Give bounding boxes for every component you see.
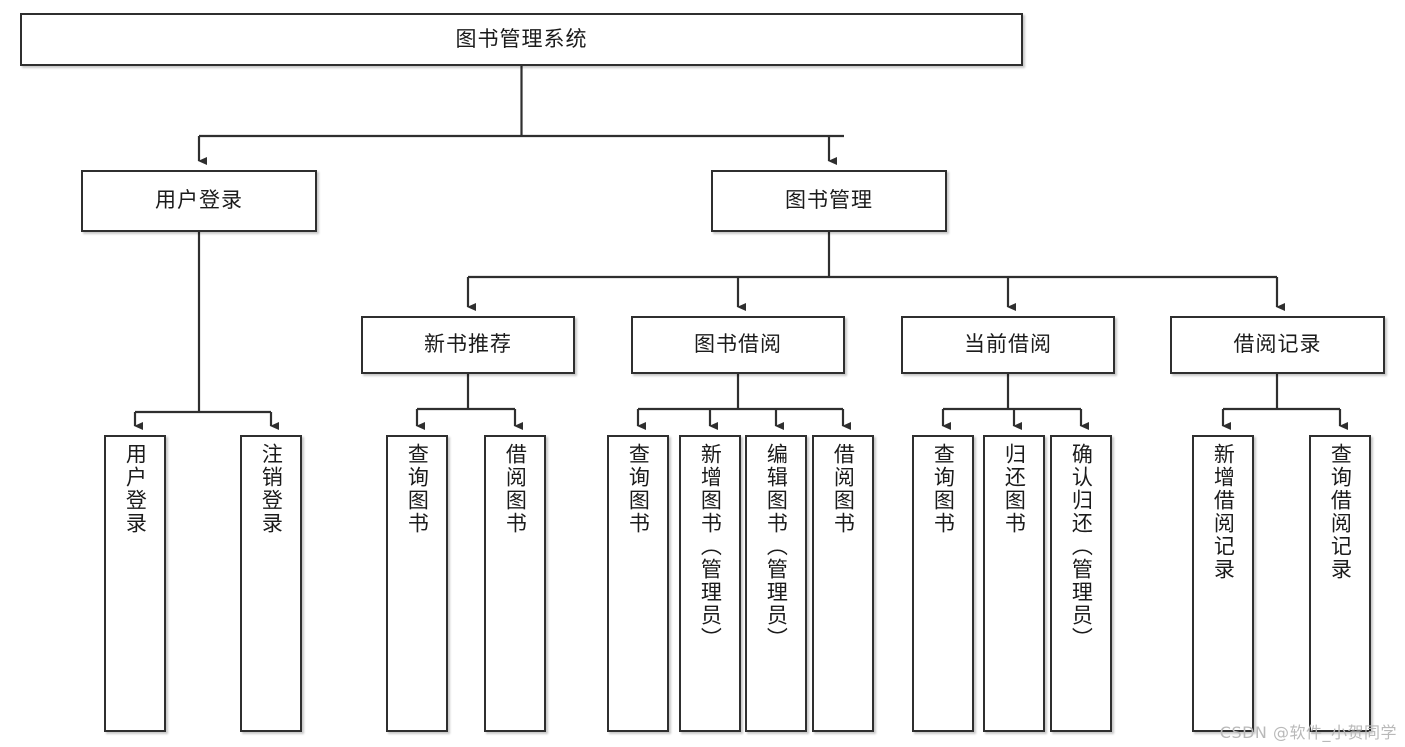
node-book-borrow[interactable]: 图书借阅 <box>631 316 845 374</box>
node-leaf-query-record[interactable]: 查询借阅记录 <box>1309 435 1371 732</box>
node-label: 图书借阅 <box>694 332 782 357</box>
node-leaf-add-record[interactable]: 新增借阅记录 <box>1192 435 1254 732</box>
node-label: 注销登录 <box>259 443 284 535</box>
node-label: 查询图书 <box>405 443 430 535</box>
node-label: 新增借阅记录 <box>1211 443 1236 581</box>
node-leaf-user-logout[interactable]: 注销登录 <box>240 435 302 732</box>
node-label: 新增图书（管理员） <box>698 443 723 650</box>
node-root-system[interactable]: 图书管理系统 <box>20 13 1023 66</box>
node-leaf-confirm-return[interactable]: 确认归还（管理员） <box>1050 435 1112 732</box>
node-label: 新书推荐 <box>424 332 512 357</box>
node-label: 用户登录 <box>155 188 243 213</box>
node-current-borrow[interactable]: 当前借阅 <box>901 316 1115 374</box>
node-label: 借阅图书 <box>503 443 528 535</box>
node-label: 图书管理 <box>785 188 873 213</box>
node-leaf-query-book-3[interactable]: 查询图书 <box>912 435 974 732</box>
node-borrow-record[interactable]: 借阅记录 <box>1170 316 1385 374</box>
node-leaf-return-book[interactable]: 归还图书 <box>983 435 1045 732</box>
node-leaf-user-login[interactable]: 用户登录 <box>104 435 166 732</box>
node-leaf-edit-book[interactable]: 编辑图书（管理员） <box>745 435 807 732</box>
node-label: 用户登录 <box>123 443 148 535</box>
node-label: 查询图书 <box>931 443 956 535</box>
node-label: 图书管理系统 <box>455 26 588 51</box>
node-new-book-recommend[interactable]: 新书推荐 <box>361 316 575 374</box>
node-label: 查询图书 <box>626 443 651 535</box>
node-label: 编辑图书（管理员） <box>764 443 789 650</box>
node-label: 确认归还（管理员） <box>1069 443 1094 650</box>
node-leaf-query-book-2[interactable]: 查询图书 <box>607 435 669 732</box>
node-label: 当前借阅 <box>964 332 1052 357</box>
node-label: 借阅记录 <box>1233 332 1322 357</box>
node-leaf-borrow-book-2[interactable]: 借阅图书 <box>812 435 874 732</box>
node-book-management[interactable]: 图书管理 <box>711 170 947 232</box>
node-leaf-add-book[interactable]: 新增图书（管理员） <box>679 435 741 732</box>
watermark-credit: CSDN @软件_小贺同学 <box>1219 723 1397 742</box>
node-leaf-query-book-1[interactable]: 查询图书 <box>386 435 448 732</box>
node-label: 归还图书 <box>1002 443 1027 535</box>
node-user-login[interactable]: 用户登录 <box>81 170 317 232</box>
node-label: 查询借阅记录 <box>1328 443 1353 581</box>
node-label: 借阅图书 <box>831 443 856 535</box>
node-leaf-borrow-book-1[interactable]: 借阅图书 <box>484 435 546 732</box>
